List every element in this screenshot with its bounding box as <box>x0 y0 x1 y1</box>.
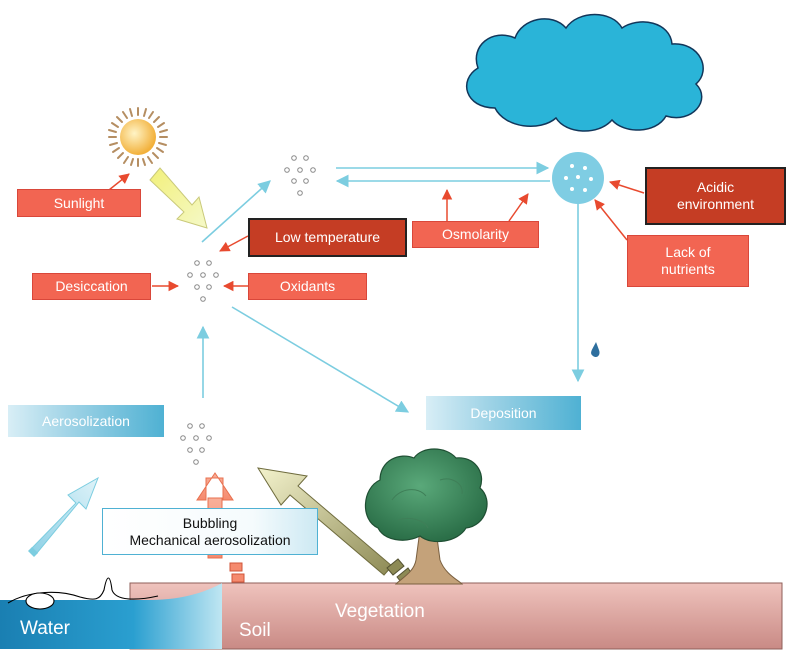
stress-arrow-low-temperature <box>219 235 249 252</box>
flow-arrow-to-deposition <box>231 306 410 413</box>
stress-arrow-sunlight <box>108 173 130 191</box>
vegetation-aerosolization-arrow <box>256 467 413 583</box>
tree-icon <box>364 448 488 585</box>
ground <box>0 582 783 650</box>
process-bubbling: Bubbling Mechanical aerosolization <box>102 508 318 555</box>
droplet-icon <box>591 342 600 358</box>
cloud-droplet <box>552 152 604 204</box>
label-water: Water <box>20 618 70 639</box>
sun-icon <box>108 107 168 167</box>
flow-arrow-airborne-to-upper <box>201 180 271 243</box>
stress-arrow-osmolarity-right <box>508 193 529 222</box>
stressor-arrows <box>108 173 645 292</box>
process-deposition: Deposition <box>426 396 581 430</box>
stress-arrow-acidic <box>609 179 645 194</box>
microbe-cluster-upper <box>284 155 316 196</box>
stressor-sunlight: Sunlight <box>17 189 141 217</box>
stressor-osmolarity: Osmolarity <box>412 221 539 248</box>
flow-arrows <box>196 161 585 413</box>
stressor-oxidants: Oxidants <box>248 273 367 300</box>
water-aerosolization-arrow <box>28 476 99 557</box>
microbe-cluster-lower <box>180 423 212 465</box>
wave-icon <box>7 577 159 610</box>
mechanical-aerosolization-label: Mechanical aerosolization <box>129 531 291 548</box>
stress-arrow-nutrients <box>594 199 628 241</box>
sunlight-arrow <box>149 167 208 229</box>
process-aerosolization: Aerosolization <box>8 405 164 437</box>
bubbling-label: Bubbling <box>182 514 238 531</box>
microbe-cluster-middle <box>187 260 219 302</box>
stressor-low-temperature: Low temperature <box>248 218 407 257</box>
label-soil: Soil <box>239 620 271 641</box>
stressor-lack-of-nutrients: Lack of nutrients <box>627 235 749 287</box>
label-vegetation: Vegetation <box>335 601 425 622</box>
cloud-icon <box>465 13 704 132</box>
stressor-desiccation: Desiccation <box>32 273 151 300</box>
stressor-acidic-environment: Acidic environment <box>645 167 786 225</box>
